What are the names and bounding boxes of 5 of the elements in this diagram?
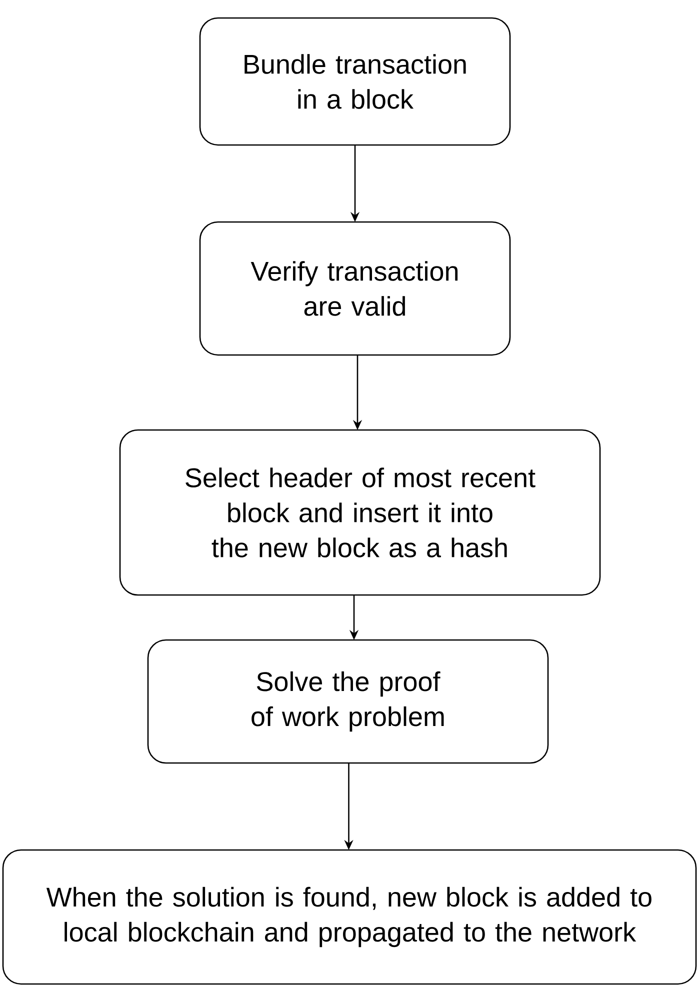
process-box: Solve the proof of work problem: [147, 639, 549, 764]
process-box: Bundle transaction in a block: [199, 17, 511, 146]
process-box: Verify transaction are valid: [199, 221, 511, 356]
process-box: Select header of most recent block and insert it into the new block as a hash: [119, 429, 601, 596]
process-box: When the solution is found, new block is added to local blockchain and propagated to the network: [2, 849, 697, 985]
